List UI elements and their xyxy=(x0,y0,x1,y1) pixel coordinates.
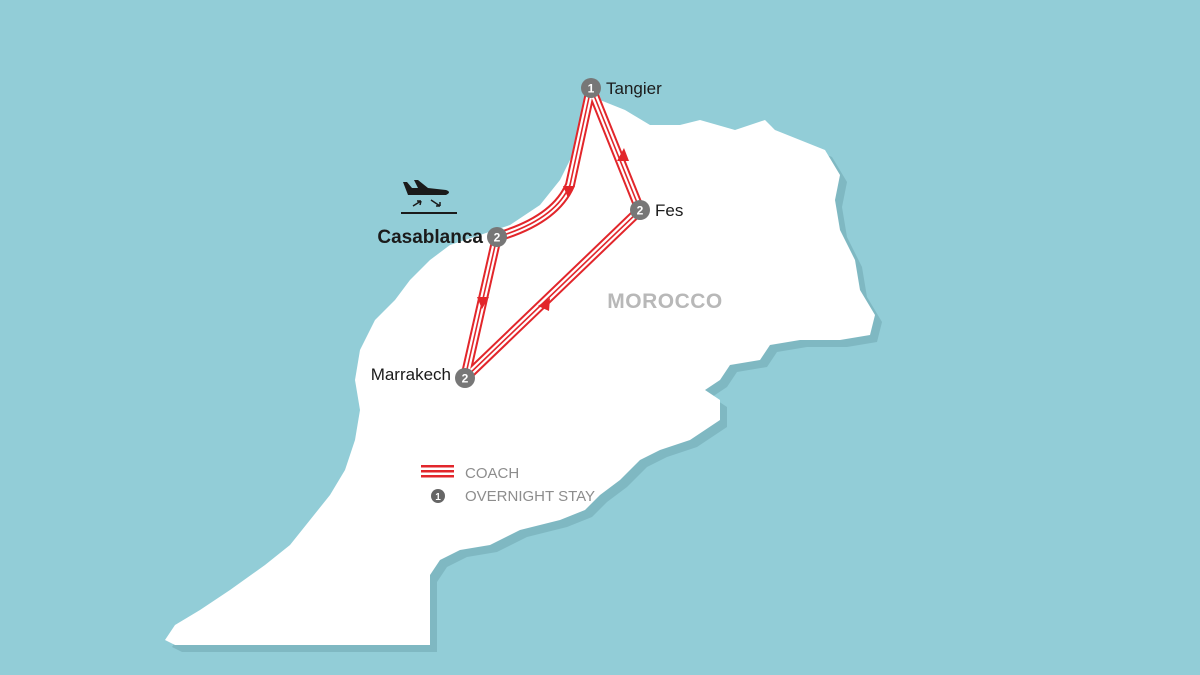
nights-count: 1 xyxy=(588,82,595,96)
arrow-icon xyxy=(477,297,489,309)
legend: COACH 1 OVERNIGHT STAY xyxy=(421,465,595,505)
overnight-marker xyxy=(630,200,650,220)
city-label: Marrakech xyxy=(371,365,451,384)
coach-legend-icon xyxy=(421,465,454,478)
city-fes[interactable]: 2 Fes xyxy=(630,200,683,220)
city-label: Tangier xyxy=(606,79,662,98)
nights-count: 2 xyxy=(637,204,644,218)
nights-count: 2 xyxy=(462,372,469,386)
morocco-land xyxy=(165,95,875,645)
legend-overnight-number: 1 xyxy=(435,492,441,503)
city-label: Casablanca xyxy=(377,227,483,248)
arrow-icon xyxy=(617,148,629,161)
overnight-legend-icon xyxy=(431,489,445,503)
city-casablanca[interactable]: 2 Casablanca xyxy=(377,227,507,248)
arrow-icon xyxy=(563,186,575,198)
overnight-marker xyxy=(455,368,475,388)
coach-routes xyxy=(460,86,645,382)
direction-arrows xyxy=(477,148,629,311)
overnight-marker xyxy=(487,227,507,247)
arrow-icon xyxy=(538,298,550,311)
nights-count: 2 xyxy=(494,231,501,245)
country-label: MOROCCO xyxy=(607,290,723,313)
city-label: Fes xyxy=(655,201,683,220)
legend-overnight-label: OVERNIGHT STAY xyxy=(465,488,595,505)
overnight-marker xyxy=(581,78,601,98)
city-tangier[interactable]: 1 Tangier xyxy=(581,78,662,98)
legend-coach-label: COACH xyxy=(465,465,519,482)
plane-landing-icon xyxy=(401,180,457,214)
city-marrakech[interactable]: 2 Marrakech xyxy=(371,365,475,388)
